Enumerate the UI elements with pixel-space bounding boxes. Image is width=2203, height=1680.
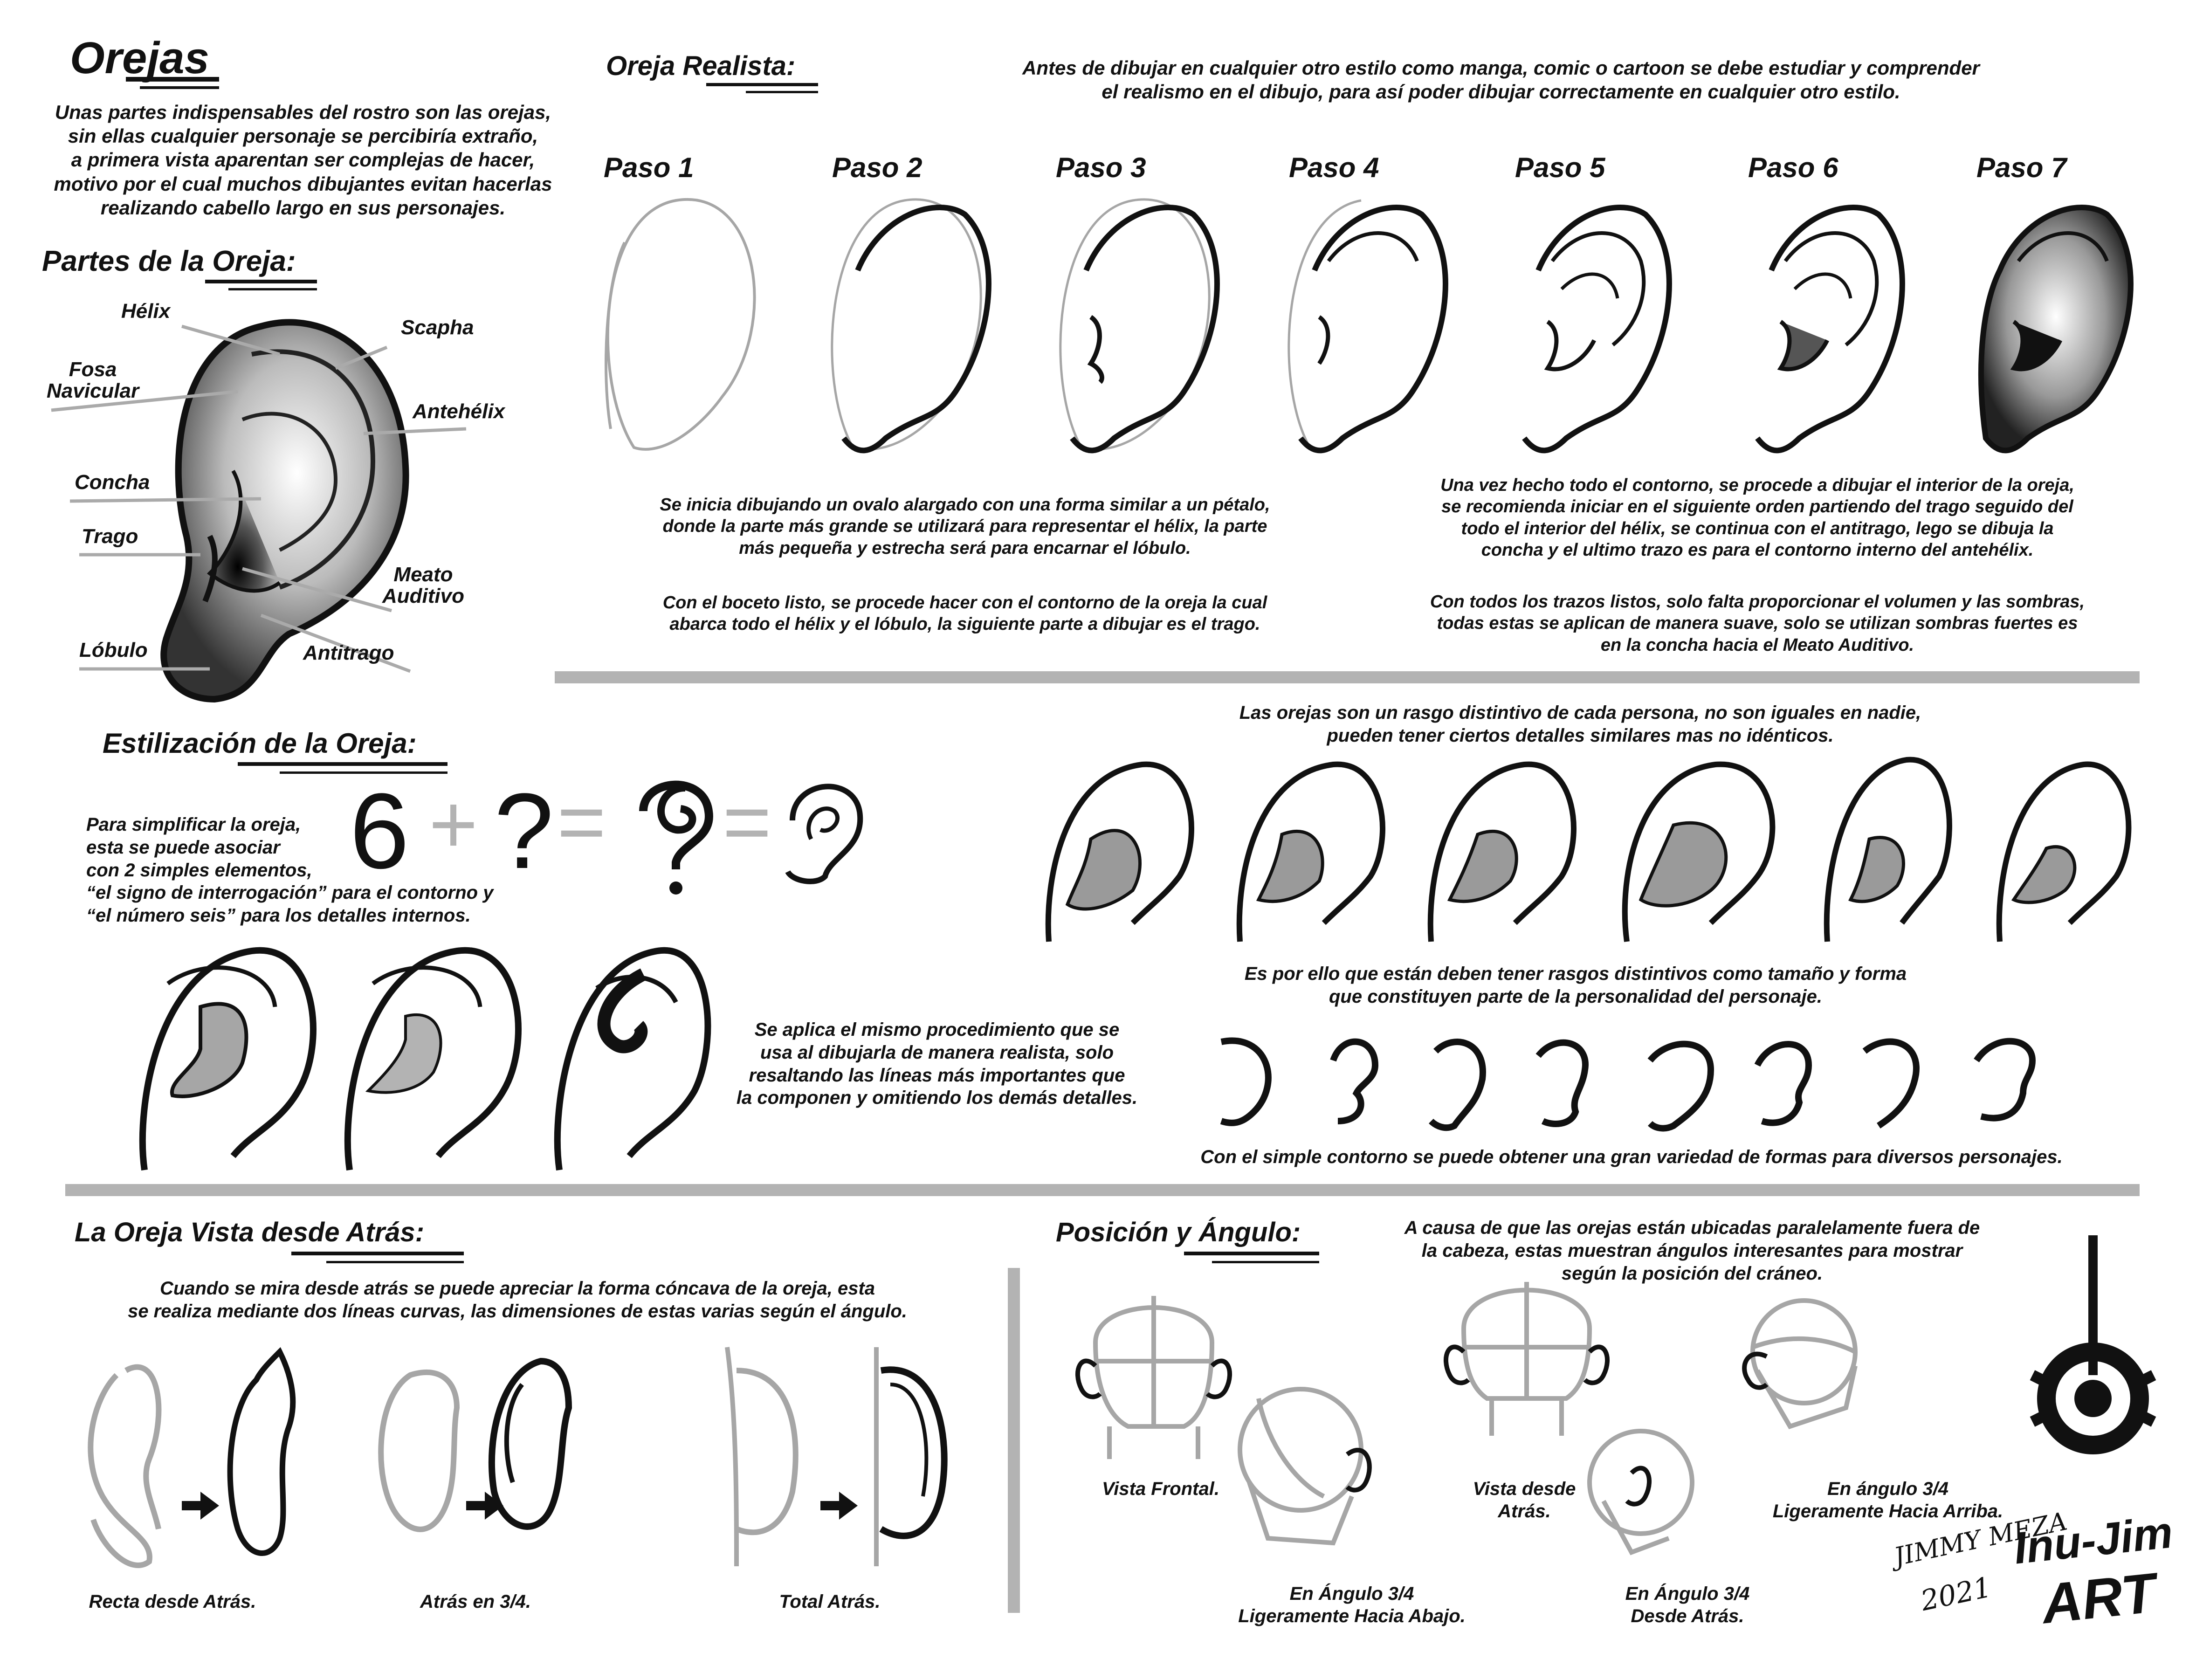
equation-six: 6 <box>350 771 409 891</box>
back-title: La Oreja Vista desde Atrás: <box>75 1217 425 1247</box>
label-antitrago: Antitrago <box>303 641 394 664</box>
equation-plus: + <box>429 778 478 871</box>
stylized-ear-1 <box>139 947 317 1170</box>
label-helix: Hélix <box>121 300 171 323</box>
back-pair-total <box>725 1347 948 1567</box>
realistic-underline <box>706 83 818 86</box>
equation-result-ear <box>785 784 863 884</box>
step-drawings <box>605 198 2134 454</box>
stylized-ear-3 <box>554 947 711 1170</box>
back-caption-total: Total Atrás. <box>779 1591 881 1612</box>
back-underline-2 <box>326 1261 464 1263</box>
equation-equals-1: = <box>557 775 606 869</box>
inu-jim-emblem <box>2030 1235 2156 1454</box>
separator-vertical <box>1008 1268 1020 1613</box>
variety-middle: Es por ello que están deben tener rasgos… <box>1244 964 1907 1007</box>
variety-bottom: Con el simple contorno se puede obtener … <box>1200 1147 2063 1167</box>
step7-shaded <box>1978 205 2134 454</box>
label-trago: Trago <box>82 525 138 548</box>
position-underline-2 <box>1212 1261 1319 1263</box>
caption-up: En ángulo 3/4 Ligeramente Hacia Arriba. <box>1772 1479 2003 1522</box>
equation-equals-2: = <box>723 775 772 869</box>
outline-shapes <box>1220 1037 2036 1132</box>
head-angle-drawings <box>1075 1282 1858 1556</box>
back-text: Cuando se mira desde atrás se puede apre… <box>128 1278 907 1322</box>
step-label-3: Paso 3 <box>1056 152 1146 183</box>
stylized-ear-2 <box>344 947 522 1170</box>
parts-underline-2 <box>228 288 317 290</box>
step6-outline <box>1755 205 1905 454</box>
step3-outline <box>1059 198 1220 454</box>
label-scapha: Scapha <box>401 316 474 339</box>
intro-text: Unas partes indispensables del rostro so… <box>54 101 552 219</box>
title-underline <box>126 77 219 82</box>
label-concha: Concha <box>75 471 150 494</box>
step-label-1: Paso 1 <box>604 152 694 183</box>
title-underline-2 <box>140 86 219 89</box>
step1-sketch <box>605 198 756 451</box>
signature-year: 2021 <box>1918 1570 1995 1618</box>
back-caption-straight: Recta desde Atrás. <box>89 1591 256 1612</box>
stylization-underline-2 <box>280 771 447 774</box>
back-caption-34: Atrás en 3/4. <box>420 1591 531 1612</box>
label-fosa-navicular: Fosa Navicular <box>47 358 139 403</box>
stylization-text: Para simplificar la oreja, esta se puede… <box>86 814 494 926</box>
parts-title: Partes de la Oreja: <box>42 245 296 277</box>
label-meato-auditivo: Meato Auditivo <box>382 563 464 608</box>
back-view-drawings <box>88 1347 948 1568</box>
separator-1 <box>555 671 2140 683</box>
realistic-intro: Antes de dibujar en cualquier otro estil… <box>1022 57 1980 103</box>
realistic-left-text-1: Se inicia dibujando un ovalo alargado co… <box>660 495 1270 558</box>
step5-outline <box>1522 205 1672 454</box>
realistic-title: Oreja Realista: <box>606 51 796 81</box>
equation-question: ? <box>494 771 554 891</box>
parts-underline <box>205 280 317 283</box>
step-label-6: Paso 6 <box>1748 152 1838 183</box>
label-antehelix: Antehélix <box>413 400 505 423</box>
realistic-underline-2 <box>746 91 818 93</box>
position-text: A causa de que las orejas están ubicadas… <box>1404 1218 1980 1284</box>
step-label-5: Paso 5 <box>1515 152 1605 183</box>
caption-back34: En Ángulo 3/4 Desde Atrás. <box>1625 1584 1750 1626</box>
stylization-title: Estilización de la Oreja: <box>103 728 417 759</box>
stylization-underline <box>238 762 447 766</box>
label-lobulo: Lóbulo <box>79 639 148 661</box>
position-title: Posición y Ángulo: <box>1056 1217 1301 1247</box>
realistic-right-text-1: Una vez hecho todo el contorno, se proce… <box>1440 475 2074 560</box>
position-underline <box>1184 1252 1319 1255</box>
anatomy-pointer-lines <box>51 324 467 673</box>
variety-intro: Las orejas son un rasgo distintivo de ca… <box>1239 702 1921 746</box>
back-pair-straight <box>88 1347 296 1568</box>
variety-ears <box>1045 757 2132 942</box>
caption-back: Vista desde Atrás. <box>1473 1479 1576 1522</box>
step-label-4: Paso 4 <box>1289 152 1379 183</box>
separator-2 <box>65 1184 2140 1196</box>
stylized-ears <box>139 947 711 1170</box>
step-label-7: Paso 7 <box>1976 152 2067 183</box>
page-title: Orejas <box>70 33 209 83</box>
step2-outline <box>831 198 991 454</box>
logo-line-2: ART <box>2038 1561 2159 1636</box>
caption-down: En Ángulo 3/4 Ligeramente Hacia Abajo. <box>1238 1584 1466 1626</box>
caption-frontal: Vista Frontal. <box>1102 1479 1219 1499</box>
equation-combined-symbol <box>639 780 713 895</box>
back-underline <box>291 1252 464 1255</box>
realistic-right-text-2: Con todos los trazos listos, solo falta … <box>1430 592 2085 655</box>
stylization-procedure-text: Se aplica el mismo procedimiento que se … <box>736 1019 1138 1109</box>
realistic-left-text-2: Con el boceto listo, se procede hacer co… <box>662 593 1267 634</box>
step-label-2: Paso 2 <box>832 152 923 183</box>
step4-outline <box>1287 199 1448 454</box>
back-pair-34 <box>378 1357 572 1532</box>
